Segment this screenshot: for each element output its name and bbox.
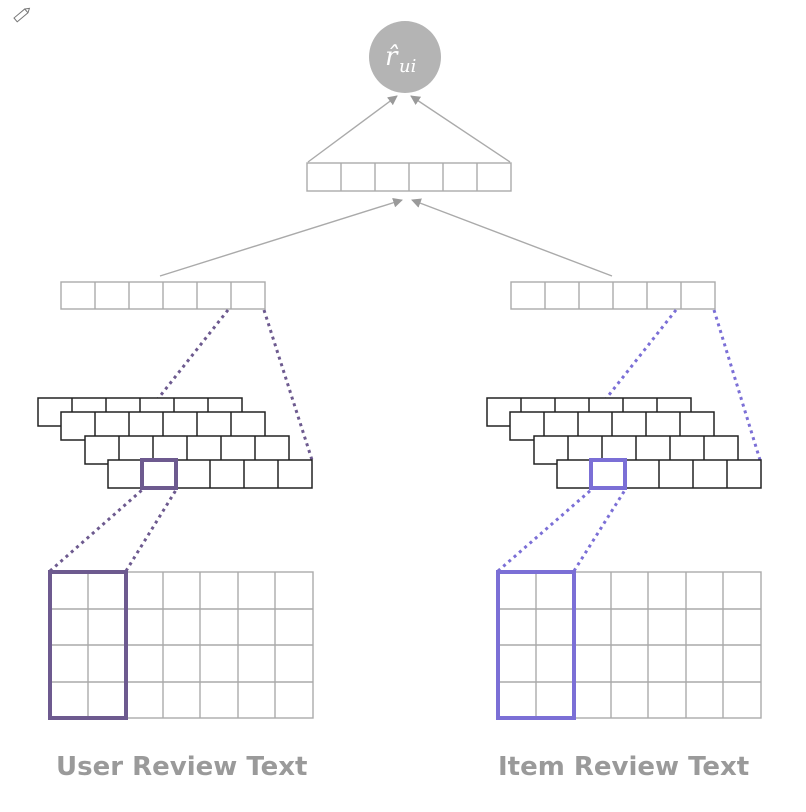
item-conv-lines [497,488,627,573]
user-feature-maps [37,397,313,489]
user-conv-lines [49,488,178,573]
output-subscript: ui [399,56,416,77]
item-vector [510,281,716,310]
item-filter-window [496,570,576,720]
tower-arrows [159,197,613,277]
pencil-icon [13,7,31,23]
item-text-matrix [497,571,762,719]
user-feature-highlight [140,458,178,490]
output-arrows [307,95,511,163]
user-filter-window [48,570,128,720]
user-review-text-caption: User Review Text [56,752,308,782]
user-text-matrix [49,571,314,719]
item-feature-highlight [589,458,627,490]
output-symbol: r̂ [385,42,399,72]
user-vector [60,281,266,310]
shared-layer [306,162,512,192]
item-review-text-caption: Item Review Text [498,752,750,782]
output-node: r̂ ui [369,21,441,93]
